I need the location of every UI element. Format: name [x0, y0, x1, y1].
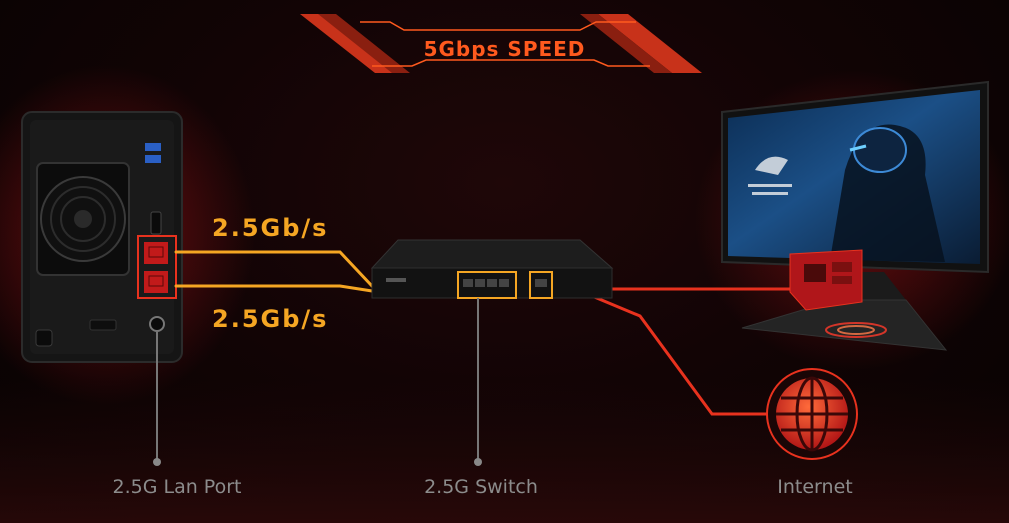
banner-title: 5Gbps SPEED — [423, 37, 586, 61]
speed-banner — [300, 14, 702, 73]
caption-lan-port: 2.5G Lan Port — [112, 476, 242, 498]
floor-haze — [0, 380, 1009, 523]
callouts — [153, 298, 482, 466]
globe-icon — [766, 368, 858, 460]
link-speed-top: 2.5Gb/s — [212, 214, 329, 242]
network-card-icon — [789, 249, 863, 311]
nas-device-icon — [21, 111, 183, 363]
network-switch-icon — [370, 239, 614, 299]
caption-switch: 2.5G Switch — [424, 476, 538, 498]
link-speed-bottom: 2.5Gb/s — [212, 305, 329, 333]
caption-internet: Internet — [777, 476, 853, 498]
